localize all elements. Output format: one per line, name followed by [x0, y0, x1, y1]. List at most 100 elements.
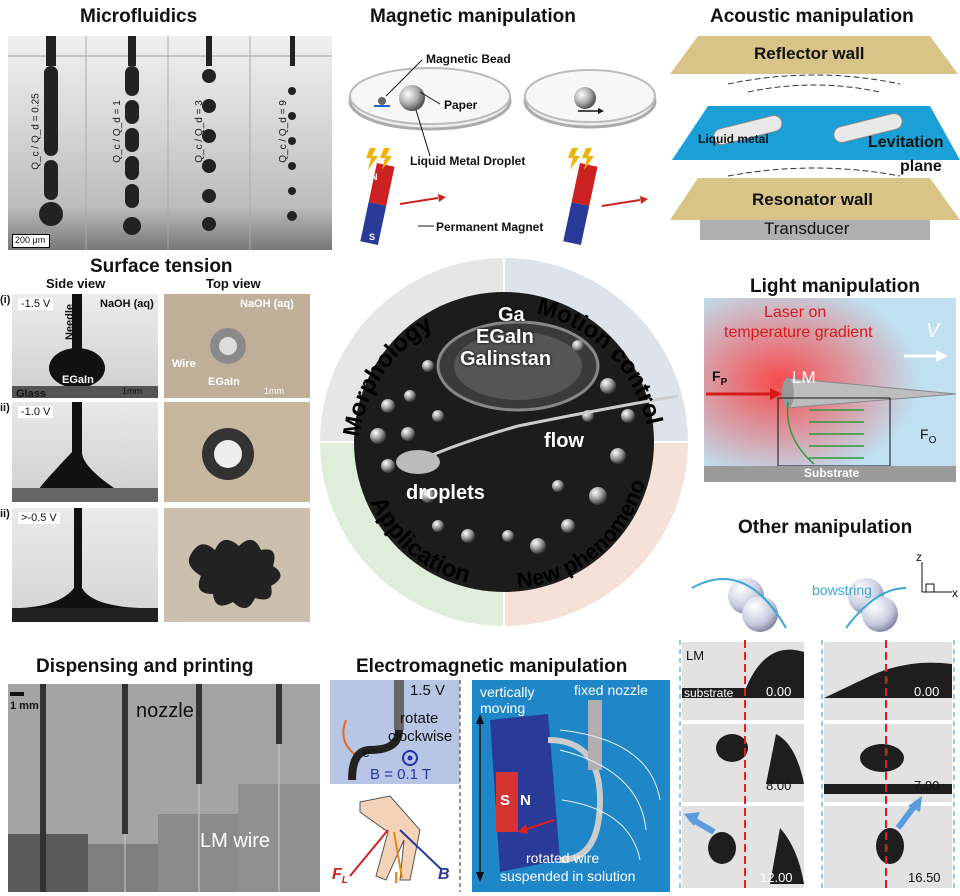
light-substrate-label: Substrate: [804, 466, 860, 480]
surface-row-1-voltage: -1.5 V: [18, 298, 54, 310]
center-metal-ga: Ga: [498, 304, 525, 326]
acoustic-illustration: [670, 36, 960, 240]
title-magnetic: Magnetic manipulation: [370, 6, 576, 27]
other-time-r1: 0.00: [914, 684, 940, 699]
surface-naoh-side: NaOH (aq): [100, 298, 154, 310]
title-other: Other manipulation: [738, 517, 913, 538]
title-microfluidics: Microfluidics: [80, 6, 198, 27]
surface-row-1-tag: (i): [0, 294, 11, 306]
em-i-label: I: [394, 870, 399, 887]
other-time-r3: 16.50: [908, 870, 941, 885]
magnetic-magnet-label: Permanent Magnet: [436, 220, 544, 234]
em-illustration: [342, 680, 661, 892]
em-b-label: B: [438, 866, 450, 883]
dispensing-nozzle-label: nozzle: [136, 700, 194, 722]
dispensing-panel: 1 mm nozzle LM wire: [8, 684, 320, 892]
em-rotate-line1: rotate: [400, 710, 439, 727]
em-vertical-line2: moving: [480, 700, 526, 716]
acoustic-resonator-label: Resonator wall: [752, 190, 873, 209]
magnetic-droplet-label: Liquid Metal Droplet: [410, 154, 526, 168]
surface-top-label: Top view: [206, 276, 261, 291]
microfluidics-scale-bar: 200 μm: [12, 234, 50, 248]
surface-row-3-voltage: >-0.5 V: [18, 512, 60, 524]
acoustic-panel: Reflector wall Liquid metal Levitation p…: [668, 36, 960, 250]
title-surface: Surface tension: [90, 256, 233, 277]
dispensing-scale: 1 mm: [10, 700, 39, 712]
em-voltage-label: 1.5 V: [410, 682, 446, 699]
center-flow-label: flow: [544, 430, 584, 452]
magnetic-paper-label: Paper: [444, 98, 478, 112]
title-acoustic: Acoustic manipulation: [710, 6, 914, 27]
magnet-s-label: S: [369, 232, 376, 242]
acoustic-levitation-label: Levitation: [868, 134, 944, 151]
em-fixed-nozzle-label: fixed nozzle: [574, 682, 648, 698]
acoustic-lm-label: Liquid metal: [698, 132, 769, 146]
surface-scale-side: 1mm: [122, 386, 142, 396]
center-wheel: Morphology Motion control Application Ne…: [318, 256, 690, 630]
em-electron-label: e⁻: [362, 744, 378, 760]
light-v-label: V: [926, 320, 940, 342]
em-field-label: B = 0.1 T: [370, 766, 432, 783]
microfluidics-ratio-2: Q_c / Q_d = 1: [111, 100, 123, 163]
title-electromagnetic: Electromagnetic manipulation: [356, 656, 628, 677]
other-time-l3: 12.00: [760, 870, 793, 885]
center-droplets-label: droplets: [406, 482, 485, 504]
surface-side-label: Side view: [46, 276, 106, 291]
light-illustration: [704, 298, 956, 482]
surface-panel: Side view Top view (i) -1.5 V NaOH (aq) …: [0, 276, 330, 626]
surface-row-2-voltage: -1.0 V: [18, 406, 54, 418]
em-wire-line2: suspended in solution: [500, 868, 636, 884]
surface-row-2-tag: ii): [0, 402, 10, 414]
surface-row-3-tag: ii): [0, 508, 10, 520]
magnetic-bead-label: Magnetic Bead: [426, 52, 511, 66]
magnetic-illustration: [348, 59, 657, 246]
microfluidics-ratio-1: Q_c / Q_d = 0.25: [30, 93, 42, 170]
other-z-axis: z: [916, 550, 922, 564]
other-time-l2: 8.00: [766, 778, 792, 793]
other-illustration: [679, 562, 955, 890]
em-fl-label: FL: [332, 866, 348, 887]
magnetic-panel: Magnetic Bead Paper Liquid Metal Droplet…: [340, 36, 670, 250]
em-vertical-line1: vertically: [480, 684, 535, 700]
light-fo-label: FO: [920, 426, 937, 446]
em-wire-line1: rotated wire: [526, 850, 600, 866]
other-time-l1: 0.00: [766, 684, 792, 699]
acoustic-plane-label: plane: [900, 158, 942, 175]
microfluidics-image: Q_c / Q_d = 0.25 Q_c / Q_d = 1 Q_c / Q_d…: [8, 36, 332, 250]
dispensing-wire-label: LM wire: [200, 830, 271, 852]
electromagnetic-panel: 1.5 V rotate clockwise e⁻ B = 0.1 T FL I…: [330, 680, 670, 892]
title-light: Light manipulation: [750, 276, 920, 297]
microfluidics-ratio-4: Q_c / Q_d = 9: [277, 100, 289, 163]
light-fp-label: FP: [712, 368, 728, 388]
other-substrate-label: substrate: [684, 686, 734, 700]
surface-egain-side: EGaIn: [62, 374, 94, 386]
surface-shapes: [12, 294, 281, 622]
surface-wire-label: Wire: [172, 358, 196, 370]
other-panel: bowstring z x LM substrate 0.00 8.00 12.…: [676, 548, 960, 896]
microfluidics-channels: [8, 36, 332, 250]
title-dispensing: Dispensing and printing: [36, 656, 254, 677]
center-metal-egain: EGaIn: [476, 326, 534, 348]
light-laser-line1: Laser on: [764, 304, 827, 321]
acoustic-transducer-label: Transducer: [764, 219, 850, 238]
surface-naoh-top: NaOH (aq): [240, 298, 294, 310]
center-wheel-svg: Morphology Motion control Application Ne…: [318, 256, 688, 626]
dispensing-illustration: [8, 684, 320, 892]
surface-glass-label: Glass: [16, 388, 46, 400]
em-rotate-line2: clockwise: [388, 728, 453, 745]
other-x-axis: x: [952, 586, 958, 600]
light-lm-label: LM: [792, 368, 816, 387]
light-laser-line2: temperature gradient: [724, 324, 873, 341]
em-n-label: N: [520, 792, 531, 809]
other-lm-label: LM: [686, 648, 705, 663]
em-s-label: S: [500, 792, 511, 809]
microfluidics-ratio-3: Q_c / Q_d = 3: [193, 100, 205, 163]
center-metal-galinstan: Galinstan: [460, 348, 552, 370]
surface-needle-label: Needle: [64, 303, 77, 341]
other-time-r2: 7.00: [914, 778, 940, 793]
surface-egain-top: EGaIn: [208, 376, 240, 388]
other-bowstring-label: bowstring: [812, 582, 872, 598]
magnet-n-label: N: [371, 172, 378, 182]
surface-scale-top: 1mm: [264, 386, 284, 396]
light-panel: Laser on temperature gradient V FP LM FO…: [704, 298, 956, 482]
